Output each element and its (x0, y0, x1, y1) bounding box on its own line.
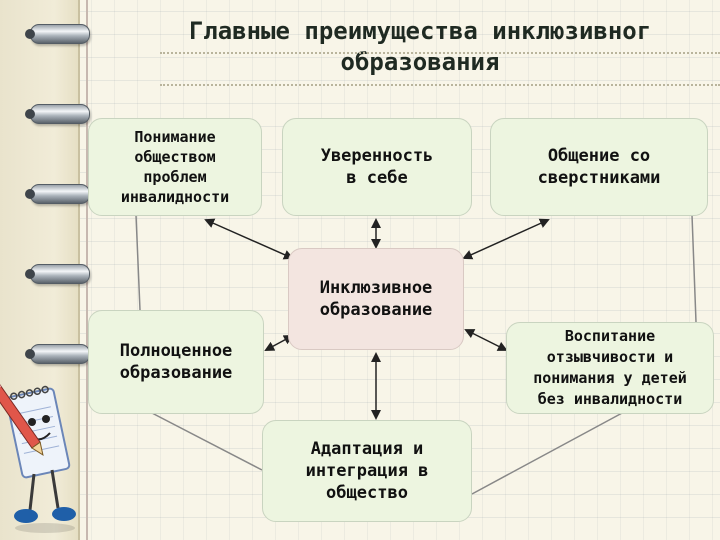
notebook-mascot-icon (0, 381, 76, 533)
connector-line (149, 411, 263, 471)
node-peer-communication: Общение со сверстниками (490, 118, 708, 216)
node-peer-communication-label: Общение со сверстниками (537, 146, 661, 188)
node-full-education-label: Полноценное образование (119, 341, 233, 383)
node-inclusive-education: Инклюзивное образование (288, 248, 464, 350)
title-dotted-rule (160, 84, 720, 86)
arrow-full-education (264, 335, 294, 351)
node-full-education: Полноценное образование (88, 310, 264, 414)
arrow-understanding (204, 218, 294, 260)
node-empathy: Воспитание отзывчивости и понимания у де… (506, 322, 714, 414)
binder-ring-icon (25, 104, 90, 124)
node-understanding-label: Понимание обществом проблем инвалидности (120, 128, 230, 206)
node-adaptation-label: Адаптация и интеграция в общество (305, 439, 429, 503)
node-confidence-label: Уверенность в себе (320, 146, 434, 188)
node-confidence: Уверенность в себе (282, 118, 472, 216)
connector-line (471, 411, 625, 495)
node-inclusive-education-label: Инклюзивное образование (319, 278, 433, 320)
binder-ring-icon (25, 264, 90, 284)
arrow-empathy (464, 329, 508, 351)
binder-ring-icon (25, 24, 90, 44)
binder-ring-icon (25, 184, 90, 204)
connector-line (691, 214, 697, 323)
node-adaptation: Адаптация и интеграция в общество (262, 420, 472, 522)
node-understanding: Понимание обществом проблем инвалидности (88, 118, 262, 216)
title-dotted-rule (160, 52, 720, 54)
arrow-peer-communication (462, 218, 550, 260)
title-line-1: Главные преимущества инклюзивног (188, 17, 652, 45)
node-empathy-label: Воспитание отзывчивости и понимания у де… (533, 327, 687, 408)
connector-line (135, 214, 141, 311)
